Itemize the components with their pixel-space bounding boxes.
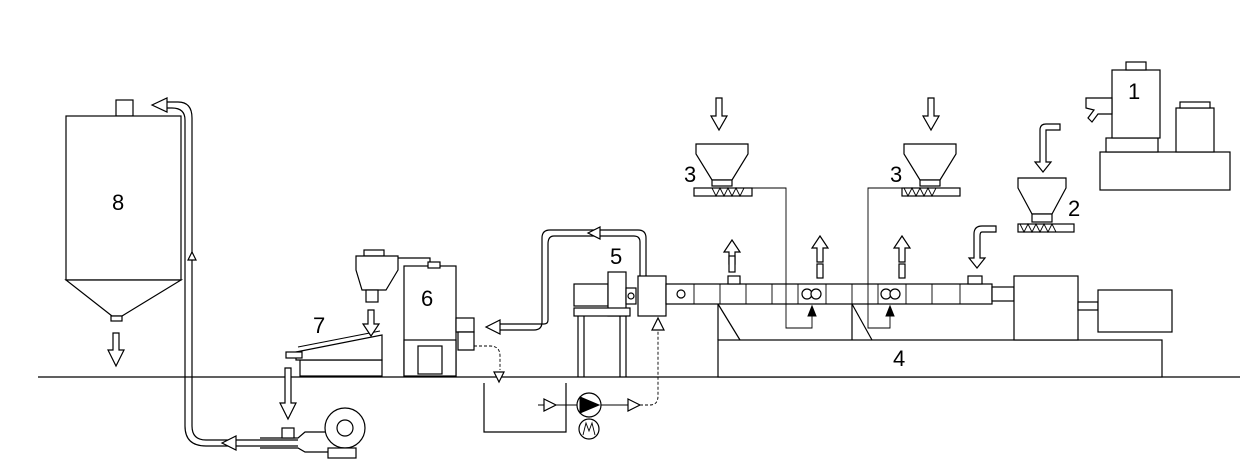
cyclone-separator: [355, 249, 431, 303]
label-die-head: 5: [610, 244, 622, 269]
storage-silo: [64, 99, 184, 322]
water-tank: [483, 383, 567, 433]
label-storage-silo: 8: [112, 190, 124, 215]
water-pump: [538, 392, 642, 440]
label-side-feeder: 2: [1068, 196, 1080, 221]
water-return-pipe: [474, 345, 501, 370]
screen-drop-arrow-icon: [279, 367, 297, 421]
twin-screw-extruder: [665, 275, 1173, 378]
high-speed-mixer: [1085, 61, 1231, 191]
cyclone-drop-arrow-icon: [361, 309, 381, 338]
feed-line-right: [867, 187, 903, 329]
vent-stem-2: [816, 263, 824, 279]
label-pelletizer: 6: [421, 286, 433, 311]
pipe-arrow-left-icon: [220, 435, 237, 451]
water-return-arrow-icon: [493, 371, 505, 384]
feed-line-left-arrow-icon: [807, 304, 817, 317]
strand-arrow-to-pelletizer-icon: [484, 319, 501, 335]
strand-pipe: [500, 229, 647, 331]
side-feeder: [1017, 177, 1075, 234]
feed-line-left: [752, 187, 813, 329]
label-main-mixer: 1: [1128, 79, 1140, 104]
label-feeder-right: 3: [890, 162, 902, 187]
label-feeder-left: 3: [684, 162, 696, 187]
water-supply-arrow-icon: [651, 316, 665, 331]
pelletizer: [403, 261, 475, 377]
water-supply-pipe: [640, 330, 659, 406]
die-head: [573, 271, 667, 377]
feeder-left: [693, 143, 753, 198]
silo-discharge-arrow-icon: [107, 332, 125, 368]
feed-line-right-arrow-icon: [885, 304, 895, 317]
feeder-right-input-arrow-icon: [921, 97, 941, 132]
conveying-pipe: [167, 101, 298, 447]
blower-fan: [260, 407, 366, 459]
label-extruder: 4: [893, 346, 905, 371]
feeder-right: [901, 143, 961, 198]
side-feed-bent-arrow-icon: [967, 225, 997, 269]
feeder-left-input-arrow-icon: [709, 97, 729, 132]
strand-arrow-left-icon: [586, 226, 601, 240]
vibrating-screen: [285, 330, 383, 377]
side-feeder-input-arrow-icon: [1033, 123, 1061, 173]
vent-stem-3: [898, 263, 906, 279]
label-vibrating-screen: 7: [313, 313, 325, 338]
vent-arrow-3-icon: [892, 234, 912, 263]
pipe-arrow-to-silo-icon: [150, 97, 168, 113]
vent-stem-1: [728, 255, 736, 273]
vent-arrow-2-icon: [810, 234, 830, 263]
pipe-arrow-up-icon: [187, 250, 197, 261]
